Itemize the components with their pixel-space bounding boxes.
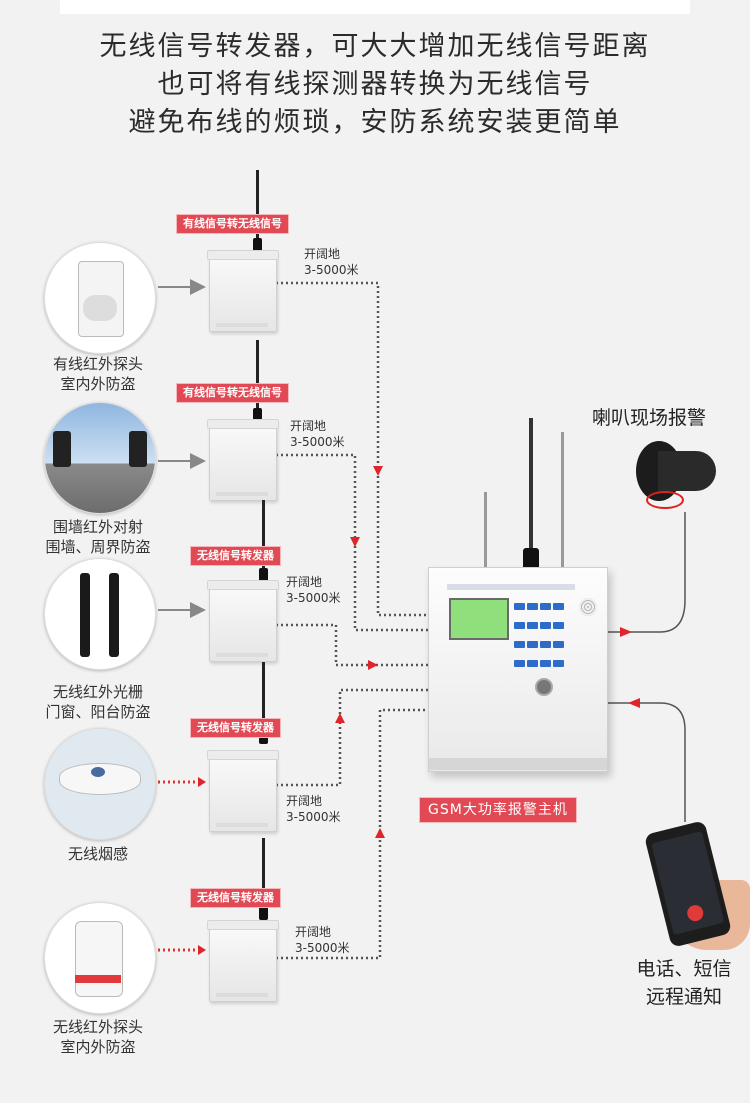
- repeater-unit-5: [207, 920, 279, 1002]
- wall-beam-detector: [44, 402, 156, 514]
- repeater-tag-1: 有线信号转无线信号: [176, 214, 289, 234]
- route-1: [276, 281, 428, 617]
- siren-horn: [636, 441, 718, 509]
- repeater-unit-3: [207, 580, 279, 662]
- route-5: [276, 708, 428, 960]
- repeater-tag-2: 有线信号转无线信号: [176, 383, 289, 403]
- detector-caption-1: 有线红外探头室内外防盗: [52, 355, 143, 393]
- repeater-unit-1: [207, 250, 279, 332]
- wireless-smoke-detector: [44, 728, 156, 840]
- repeater-unit-2: [207, 419, 279, 501]
- repeater-unit-4: [207, 750, 279, 832]
- host-nameplate: [447, 584, 575, 590]
- host-label: GSM大功率报警主机: [419, 797, 577, 823]
- wireless-curtain-detector: [44, 558, 156, 670]
- phone-wire: [606, 702, 686, 822]
- repeater-tag-4: 无线信号转发器: [190, 718, 281, 738]
- repeater-antenna-5: [259, 838, 268, 920]
- gsm-alarm-host: [428, 567, 608, 772]
- route-4: [276, 688, 428, 787]
- route-3: [276, 623, 428, 667]
- repeater-tag-3: 无线信号转发器: [190, 546, 281, 566]
- repeater-antenna-3: [259, 500, 268, 582]
- host-lcd-screen: [449, 598, 509, 640]
- host-antenna-right: [561, 432, 564, 570]
- headline-3: 避免布线的烦琐，安防系统安装更简单: [128, 107, 622, 138]
- detector-caption-4: 无线烟感: [67, 845, 128, 863]
- siren-label: 喇叭现场报警: [592, 407, 707, 429]
- repeater-tag-5: 无线信号转发器: [190, 888, 281, 908]
- detector-caption-3: 无线红外光栅门窗、阳台防盗: [45, 683, 151, 721]
- hangup-icon: [685, 903, 705, 923]
- wireless-pir-detector: [44, 902, 156, 1014]
- siren-wire: [606, 512, 686, 633]
- wired-pir-detector: [44, 242, 156, 354]
- host-base: [429, 758, 607, 770]
- headline-2: 也可将有线探测器转换为无线信号: [157, 69, 593, 100]
- detector-caption-2: 围墙红外对射围墙、周界防盗: [45, 518, 151, 556]
- top-banner-strip: [60, 0, 690, 14]
- repeater-antenna-1: [253, 170, 262, 252]
- host-antenna-left: [484, 492, 487, 570]
- notify-label: 电话、短信远程通知: [636, 958, 732, 1008]
- host-antenna-center: [523, 418, 539, 570]
- detector-caption-5: 无线红外探头室内外防盗: [52, 1018, 143, 1056]
- host-key-lock: [535, 678, 553, 696]
- repeater-antenna-2: [253, 340, 262, 422]
- headline-1: 无线信号转发器，可大大增加无线信号距离: [99, 31, 651, 62]
- host-keypad: [513, 596, 569, 672]
- host-speaker-grill: [579, 598, 597, 616]
